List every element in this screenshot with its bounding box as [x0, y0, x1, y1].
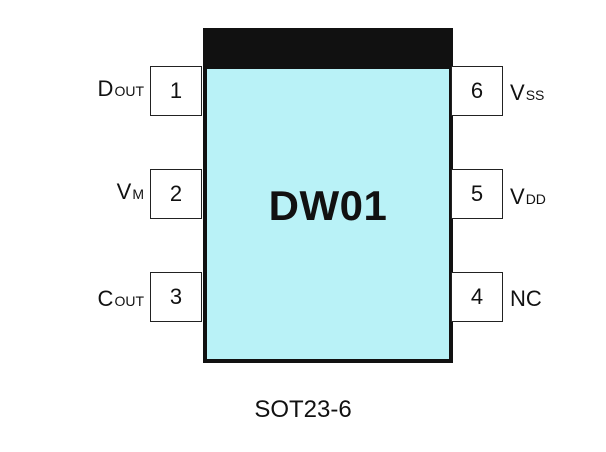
- pin-1-signal-main: D: [97, 76, 114, 101]
- pin-4-signal-main: NC: [510, 286, 542, 311]
- pin-6-box: 6: [451, 66, 503, 116]
- pin-3-number: 3: [169, 284, 183, 309]
- pin-3-signal: COUT: [98, 288, 144, 310]
- chip-name: DW01: [268, 182, 388, 229]
- pin-2-signal-sub: M: [132, 186, 144, 202]
- pin-2-box: 2: [150, 169, 202, 219]
- pin-1-box: 1: [150, 66, 202, 116]
- pin-4-box: 4: [451, 272, 503, 322]
- pin-5-signal-main: V: [510, 184, 525, 209]
- pin-5-box: 5: [451, 169, 503, 219]
- pin-3-signal-sub: OUT: [114, 293, 144, 309]
- pin-1-signal-sub: OUT: [114, 83, 144, 99]
- pin-1-signal: DOUT: [98, 78, 144, 100]
- pin-2-number: 2: [169, 181, 183, 206]
- pin-3-signal-main: C: [97, 286, 114, 311]
- package-label: SOT23-6: [254, 396, 352, 423]
- pin-6-number: 6: [470, 78, 484, 103]
- pin1-marker-band: [207, 32, 449, 69]
- pin-5-signal: VDD: [510, 186, 546, 208]
- pin-6-signal-main: V: [510, 80, 525, 105]
- pin-5-number: 5: [470, 181, 484, 206]
- chip-body: DW01: [203, 28, 453, 363]
- pin-6-signal-sub: SS: [525, 87, 545, 103]
- pin-2-signal-main: V: [116, 179, 132, 204]
- pin-4-signal: NC: [510, 288, 543, 310]
- pin-1-number: 1: [169, 78, 183, 103]
- pin-6-signal: VSS: [510, 82, 544, 104]
- pin-3-box: 3: [150, 272, 202, 322]
- pin-2-signal: VM: [117, 181, 144, 203]
- pin-4-number: 4: [470, 284, 484, 309]
- pin-5-signal-sub: DD: [525, 191, 546, 207]
